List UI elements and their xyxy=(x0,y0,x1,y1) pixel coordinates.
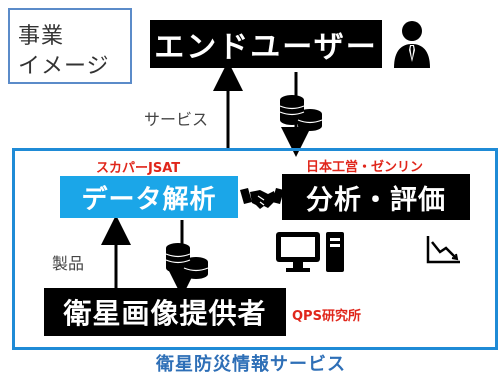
satellite-provider-company: QPS研究所 xyxy=(292,309,361,324)
business-image-label: 事業 イメージ xyxy=(8,8,132,84)
service-framework-border xyxy=(12,148,498,350)
person-icon xyxy=(394,21,430,68)
coins-icon xyxy=(279,95,323,131)
end-user-box: エンドユーザー xyxy=(150,20,382,68)
framework-title: 衛星防災情報サービス xyxy=(156,354,346,375)
coins-icon xyxy=(165,243,209,279)
service-label: サービス xyxy=(144,110,209,129)
declining-chart-icon xyxy=(426,236,460,264)
analysis-evaluation-box: 分析・評価 xyxy=(282,174,470,220)
business-image-line2: イメージ xyxy=(18,54,110,79)
computer-icon xyxy=(276,232,344,272)
data-analysis-company: スカパーJSAT xyxy=(96,161,181,176)
handshake-icon xyxy=(240,188,284,209)
data-analysis-box: データ解析 xyxy=(60,176,238,218)
product-label: 製品 xyxy=(52,254,85,273)
business-image-line1: 事業 xyxy=(18,24,65,49)
satellite-image-provider-box: 衛星画像提供者 xyxy=(44,288,286,336)
analysis-eval-company: 日本工営・ゼンリン xyxy=(306,160,424,175)
